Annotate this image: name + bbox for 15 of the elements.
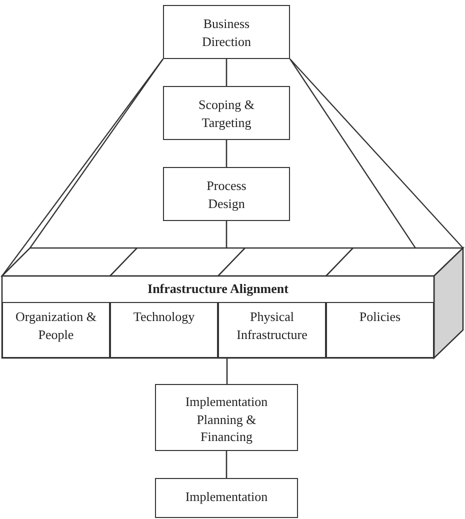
connector-line (226, 140, 228, 167)
category-cell: Technology (110, 302, 218, 358)
block-heading: Infrastructure Alignment (146, 281, 290, 297)
connector-line (226, 358, 228, 384)
connector-line (226, 221, 228, 248)
process-box: Scoping & Targeting (163, 86, 290, 140)
category-cell: Organization & People (2, 302, 110, 358)
process-box: Implementation (155, 478, 298, 518)
connector-line (226, 451, 228, 478)
category-cell: Physical Infrastructure (218, 302, 326, 358)
connector-line (226, 59, 228, 86)
process-box: Process Design (163, 167, 290, 221)
process-box: Business Direction (163, 5, 290, 59)
process-box: Implementation Planning & Financing (155, 384, 298, 451)
category-cell: Policies (326, 302, 434, 358)
